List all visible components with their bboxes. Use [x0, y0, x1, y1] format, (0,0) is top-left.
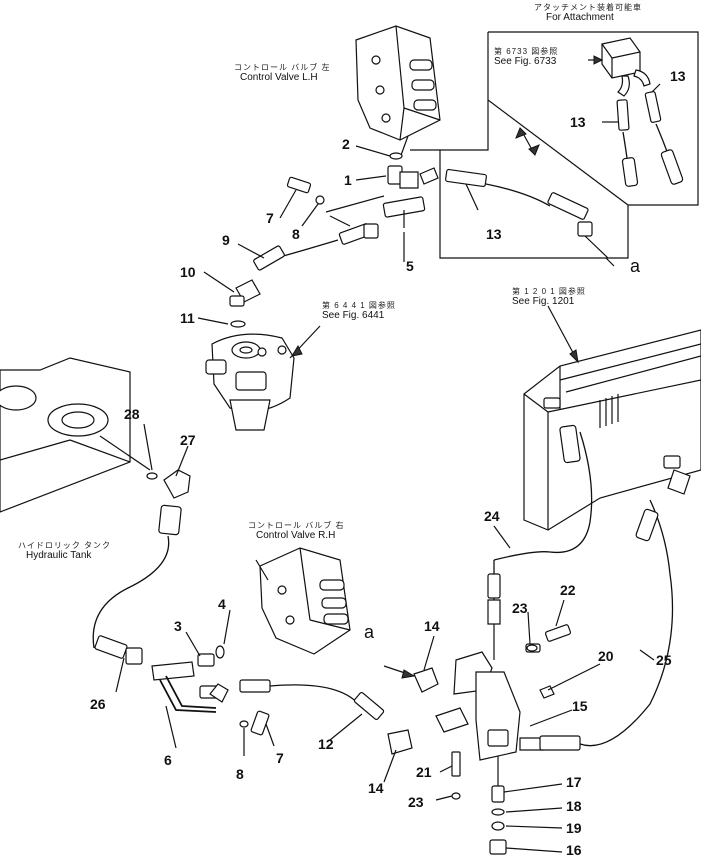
- part-number-6: 6: [164, 752, 172, 768]
- control-valve-rh-jp-label: コントロール バルブ 右: [248, 521, 345, 530]
- part-number-2: 2: [342, 136, 350, 152]
- part-number-24: 24: [484, 508, 500, 524]
- control-valve-lh-jp-label: コントロール バルブ 左: [234, 63, 331, 72]
- hose-13-assembly: [410, 100, 629, 267]
- part-number-1: 1: [344, 172, 352, 188]
- rh-fittings: [151, 645, 413, 755]
- part-number-16: 16: [566, 842, 582, 857]
- lh-fittings: [229, 152, 439, 328]
- see-1201-en-label: See Fig. 1201: [512, 296, 575, 307]
- part-number-4: 4: [218, 596, 226, 612]
- see-6733-jp-label: 第 6733 図参照: [494, 47, 559, 56]
- part-number-7-upper: 7: [266, 210, 274, 226]
- part-number-27: 27: [180, 432, 196, 448]
- hydraulic-tank: [0, 357, 191, 536]
- hydraulic-tank-jp-label: ハイドロリック タンク: [18, 541, 112, 550]
- connection-mark-a-upper: a: [630, 256, 641, 276]
- see-6733-en-label: See Fig. 6733: [494, 56, 557, 67]
- pump-6441: [205, 325, 321, 431]
- part-number-23-lower: 23: [408, 794, 424, 810]
- part-number-22: 22: [560, 582, 576, 598]
- part-number-8-lower: 8: [236, 766, 244, 782]
- lower-fittings: [451, 751, 507, 855]
- hose-24: [487, 431, 593, 600]
- part-number-26: 26: [90, 696, 106, 712]
- control-valve-rh: [255, 547, 351, 655]
- part-number-14-upper: 14: [424, 618, 440, 634]
- manifold-15: [435, 499, 674, 761]
- part-number-28: 28: [124, 406, 140, 422]
- part-number-13-left: 13: [570, 114, 586, 130]
- see-6441-en-label: See Fig. 6441: [322, 310, 385, 321]
- return-hose-26: [92, 535, 170, 665]
- control-valve-lh-en-label: Control Valve L.H: [240, 72, 318, 83]
- oil-cooler-1201: [523, 305, 701, 531]
- hydraulic-tank-en-label: Hydraulic Tank: [26, 550, 92, 561]
- elbow-14-upper: [383, 665, 439, 693]
- part-number-19: 19: [566, 820, 582, 836]
- attachment-en-label: For Attachment: [546, 12, 614, 23]
- part-number-15: 15: [572, 698, 588, 714]
- part-number-13-right: 13: [670, 68, 686, 84]
- part-number-21: 21: [416, 764, 432, 780]
- part-number-20: 20: [598, 648, 614, 664]
- part-number-25: 25: [656, 652, 672, 668]
- part-number-9: 9: [222, 232, 230, 248]
- part-number-11: 11: [180, 310, 195, 326]
- part-number-7-lower: 7: [276, 750, 284, 766]
- connection-mark-a-lower: a: [364, 622, 375, 642]
- part-number-14-lower: 14: [368, 780, 384, 796]
- part-number-12: 12: [318, 736, 334, 752]
- part-number-10: 10: [180, 264, 196, 280]
- attachment-inset-frame: [487, 31, 699, 206]
- see-6441-jp-label: 第 6 4 4 1 図参照: [322, 301, 396, 310]
- see-1201-jp-label: 第 1 2 0 1 図参照: [512, 287, 586, 296]
- part-number-18: 18: [566, 798, 582, 814]
- part-number-17: 17: [566, 774, 582, 790]
- part-number-8-upper: 8: [292, 226, 300, 242]
- attachment-jp-label: アタッチメント装着可能車: [534, 3, 642, 12]
- part-number-23-upper: 23: [512, 600, 528, 616]
- control-valve-lh: [355, 25, 441, 159]
- part-number-3: 3: [174, 618, 182, 634]
- control-valve-rh-en-label: Control Valve R.H: [256, 530, 336, 541]
- leader-lines: [115, 83, 661, 853]
- part-number-13-mid: 13: [486, 226, 502, 242]
- part-number-5: 5: [406, 258, 414, 274]
- attachment-block: [588, 37, 684, 187]
